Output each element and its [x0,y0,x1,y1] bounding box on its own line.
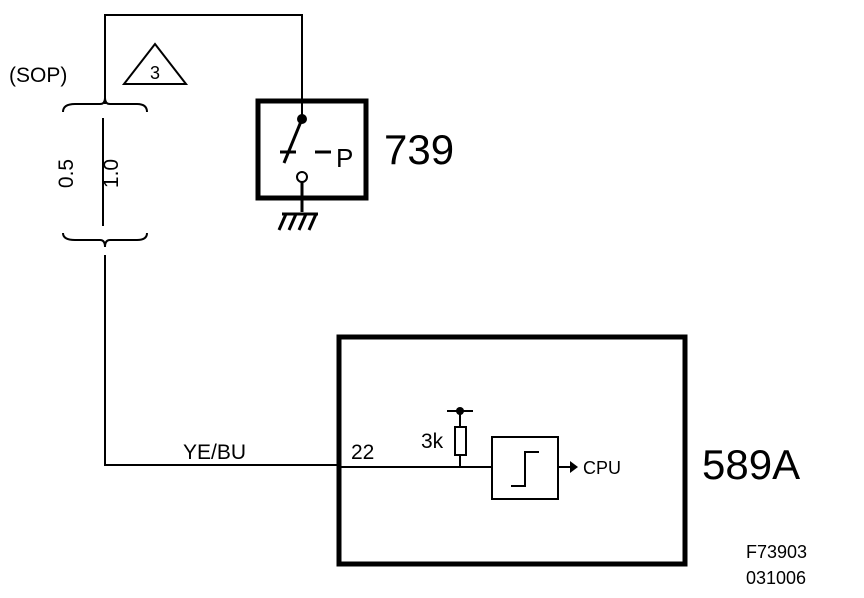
figure-code: F73903 [746,542,808,562]
brace-bottom [62,232,148,248]
pullup-resistor [454,426,467,456]
note-number: 3 [150,63,161,83]
pin-number: 22 [351,441,375,464]
switch-box [255,98,369,201]
switch-symbol: P [336,143,354,173]
ground-icon [277,212,318,231]
wire-color: YE/BU [183,441,247,464]
module-component-number: 589A [702,441,801,488]
switch-component-number: 739 [384,126,455,173]
option-label: (SOP) [9,64,68,87]
wire-size-b: 1.0 [100,158,124,189]
pullup-resistor-value: 3k [421,430,444,453]
switch-contact [296,171,308,183]
brace-top [62,97,148,113]
module-box [336,334,688,567]
note-triangle [121,42,189,85]
figure-date: 031006 [746,568,807,588]
wire-main [104,255,340,466]
schmitt-trigger-icon [511,451,539,487]
wire-top [104,14,303,118]
cpu-label: CPU [583,458,622,478]
cpu-arrow-icon [570,461,578,473]
switch-lever [282,118,304,164]
wire-size-a: 0.5 [55,158,79,189]
